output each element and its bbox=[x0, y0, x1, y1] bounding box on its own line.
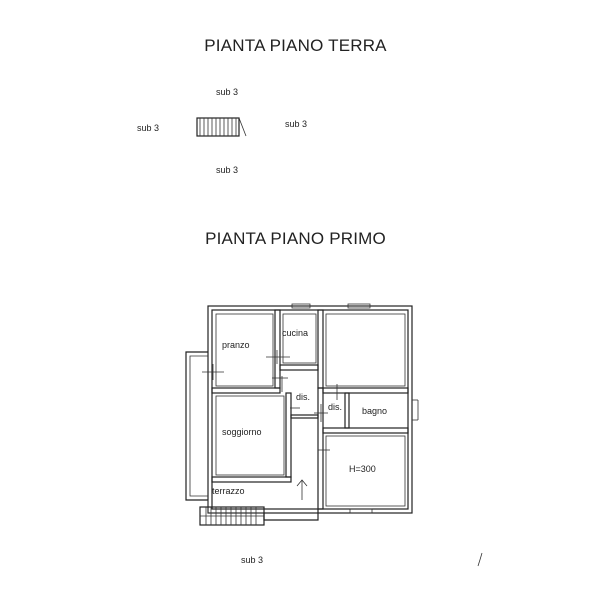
room-label-pranzo: pranzo bbox=[222, 340, 250, 350]
ground-floor-title: PIANTA PIANO TERRA bbox=[204, 36, 387, 55]
first-sub-label-bottom: sub 3 bbox=[241, 555, 264, 565]
room-label-bagno: bagno bbox=[362, 406, 388, 416]
ground-sub-label-right: sub 3 bbox=[285, 119, 308, 129]
ground-sub-label-top: sub 3 bbox=[216, 87, 239, 97]
first-floor-title: PIANTA PIANO PRIMO bbox=[205, 229, 386, 248]
room-label-soggiorno: soggiorno bbox=[222, 427, 262, 437]
room-label-cucina: cucina bbox=[282, 328, 309, 338]
room-label-terrazzo: terrazzo bbox=[212, 486, 245, 496]
first-floor-plan bbox=[185, 303, 483, 567]
ground-sub-label-bottom: sub 3 bbox=[216, 165, 239, 175]
room-label-dis-1: dis. bbox=[296, 392, 311, 402]
room-label-dis-2: dis. bbox=[328, 402, 343, 412]
ground-floor-staircase bbox=[196, 117, 247, 137]
room-height-label: H=300 bbox=[349, 464, 376, 474]
ground-sub-label-left: sub 3 bbox=[137, 123, 160, 133]
